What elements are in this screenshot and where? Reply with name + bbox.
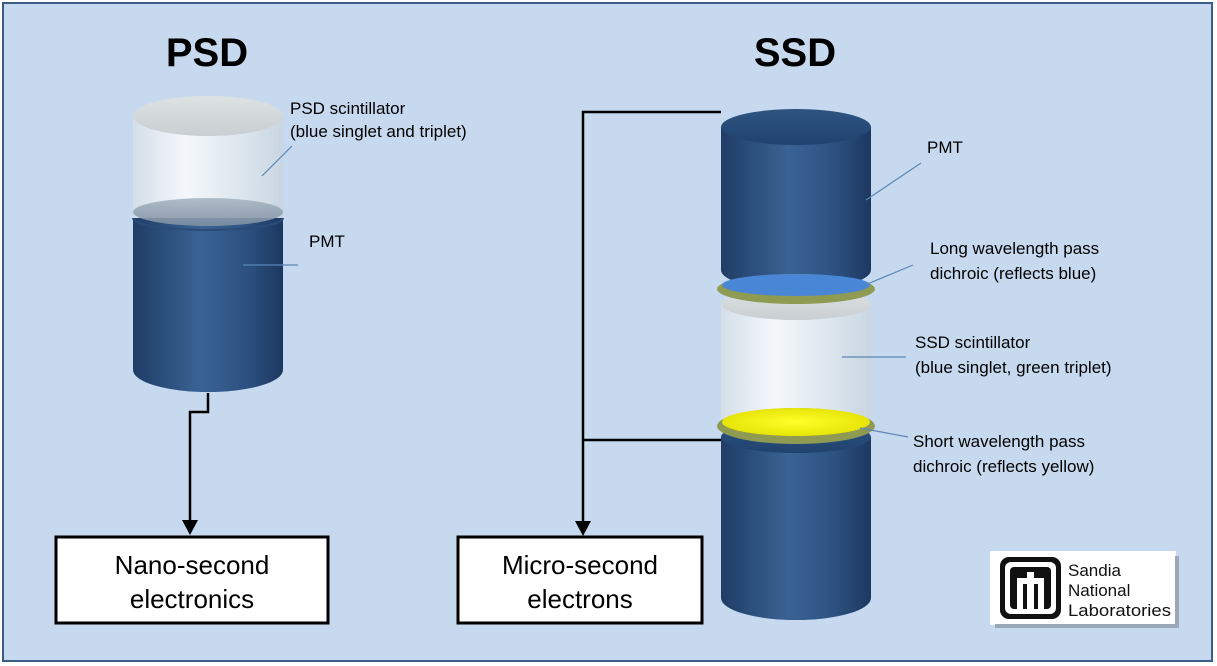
- psd-electronics-box: [54, 535, 330, 625]
- ssd-long-pass-label-line2: dichroic (reflects blue): [930, 264, 1096, 283]
- psd-arrowhead: [182, 520, 198, 535]
- ssd-long-pass-dichroic: [722, 274, 870, 296]
- ssd-pmt-leader: [865, 162, 922, 201]
- ssd-long-pass-label-line1: Long wavelength pass: [930, 239, 1099, 258]
- ssd-short-pass-leader: [859, 427, 909, 438]
- ssd-arrowhead: [575, 521, 591, 536]
- psd-scintillator-label-line2: (blue singlet and triplet): [290, 122, 467, 141]
- psd-signal-cable: [188, 393, 210, 524]
- ssd-top-pmt-top: [721, 109, 871, 145]
- psd-scintillator-body: [133, 116, 283, 218]
- ssd-top-pmt-cable: [581, 110, 721, 525]
- logo-text-line2: National: [1068, 581, 1130, 600]
- ssd-pmt-label: PMT: [927, 138, 963, 157]
- sandia-logo: Sandia National Laboratories: [990, 551, 1179, 628]
- ssd-top-pmt-body: [721, 127, 871, 290]
- ssd-scintillator-label-line2: (blue singlet, green triplet): [915, 358, 1112, 377]
- ssd-short-pass-dichroic: [722, 408, 870, 436]
- ssd-detector: [717, 109, 875, 620]
- ssd-long-pass-leader: [864, 264, 914, 286]
- psd-scintillator-label-line1: PSD scintillator: [290, 99, 406, 118]
- ssd-short-pass-label-line1: Short wavelength pass: [913, 432, 1085, 451]
- ssd-electronics-box: [456, 535, 704, 625]
- psd-pmt-body: [133, 218, 283, 392]
- psd-scintillator-top: [133, 96, 283, 136]
- ssd-scintillator-body: [721, 304, 871, 423]
- ssd-bottom-pmt-body: [721, 437, 871, 620]
- logo-text-line3: Laboratories: [1068, 601, 1171, 620]
- psd-pmt-label: PMT: [309, 232, 345, 251]
- ssd-scintillator-label-line1: SSD scintillator: [915, 333, 1031, 352]
- ssd-electronics-label-line1: Micro-second: [502, 550, 658, 580]
- psd-pmt-rim: [132, 217, 284, 231]
- psd-electronics-label-line1: Nano-second: [115, 550, 270, 580]
- sandia-thunderbird-icon: [1000, 557, 1061, 619]
- psd-electronics-label-line2: electronics: [130, 584, 254, 614]
- ssd-short-pass-label-line2: dichroic (reflects yellow): [913, 457, 1094, 476]
- ssd-electronics-label-line2: electrons: [527, 584, 633, 614]
- logo-shadow: [1175, 556, 1179, 628]
- psd-scintillator-leader: [261, 145, 293, 177]
- ssd-title: SSD: [754, 31, 836, 75]
- psd-detector: [132, 96, 284, 392]
- logo-shadow-bottom: [995, 624, 1179, 628]
- logo-text-line1: Sandia: [1068, 561, 1121, 580]
- psd-title: PSD: [166, 31, 248, 75]
- psd-interface: [133, 198, 283, 226]
